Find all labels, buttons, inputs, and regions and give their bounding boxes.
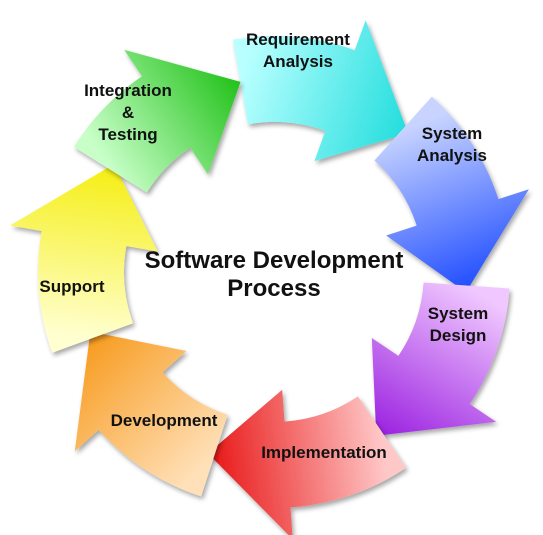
- arrow-integration-testing: [73, 49, 241, 193]
- label-system-analysis-line1: System: [422, 124, 482, 143]
- arrow-system-analysis: [374, 96, 529, 293]
- label-requirement-analysis-line1: Requirement: [246, 30, 350, 49]
- label-system-analysis-line2: Analysis: [417, 146, 487, 165]
- arrow-requirement-analysis: [233, 20, 409, 162]
- arrow-development: [74, 331, 228, 497]
- label-integration-testing-line1: Integration: [84, 81, 172, 100]
- label-requirement-analysis-line2: Analysis: [263, 52, 333, 71]
- arrow-system-design: [371, 282, 510, 436]
- label-system-design-line2: Design: [430, 326, 487, 345]
- arrow-support: [10, 164, 158, 353]
- label-support-line1: Support: [39, 277, 104, 296]
- label-development-line1: Development: [111, 411, 218, 430]
- labels-group: RequirementAnalysisSystemAnalysisSystemD…: [39, 30, 488, 462]
- label-implementation-line1: Implementation: [261, 443, 387, 462]
- center-title-line2: Process: [227, 275, 320, 302]
- arrow-implementation: [208, 389, 406, 535]
- center-title: Software Development Process: [145, 247, 404, 302]
- arrows-group: [10, 20, 529, 535]
- center-title-line1: Software Development: [145, 247, 404, 274]
- label-integration-testing-line2: &: [122, 103, 134, 122]
- label-system-design-line1: System: [428, 304, 488, 323]
- label-integration-testing-line3: Testing: [98, 125, 157, 144]
